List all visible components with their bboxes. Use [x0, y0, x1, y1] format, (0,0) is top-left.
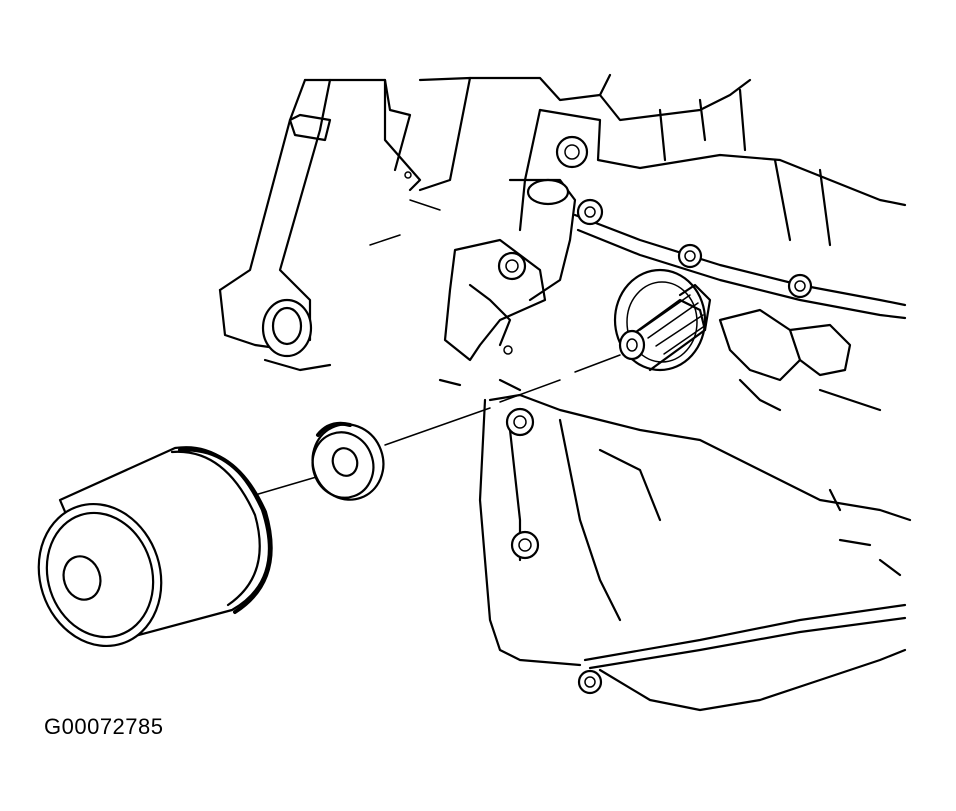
top-bolt — [555, 135, 589, 169]
filter-mount-nipple — [613, 268, 712, 372]
engine-block — [438, 73, 912, 712]
pan-bolt — [577, 669, 603, 695]
oil-filter — [37, 446, 273, 648]
flange-bolt-3 — [787, 273, 813, 299]
flange-bolt-1 — [576, 198, 604, 226]
bracket-bolt-1 — [497, 251, 527, 281]
figure-id-label: G00072785 — [44, 714, 164, 739]
lower-bolt-2 — [510, 530, 540, 560]
filter-gasket — [311, 421, 385, 501]
engine-mount-bracket — [218, 76, 472, 372]
lower-bolt-1 — [505, 407, 535, 437]
flange-bolt-2 — [677, 243, 703, 269]
alignment-centerline — [254, 199, 621, 496]
